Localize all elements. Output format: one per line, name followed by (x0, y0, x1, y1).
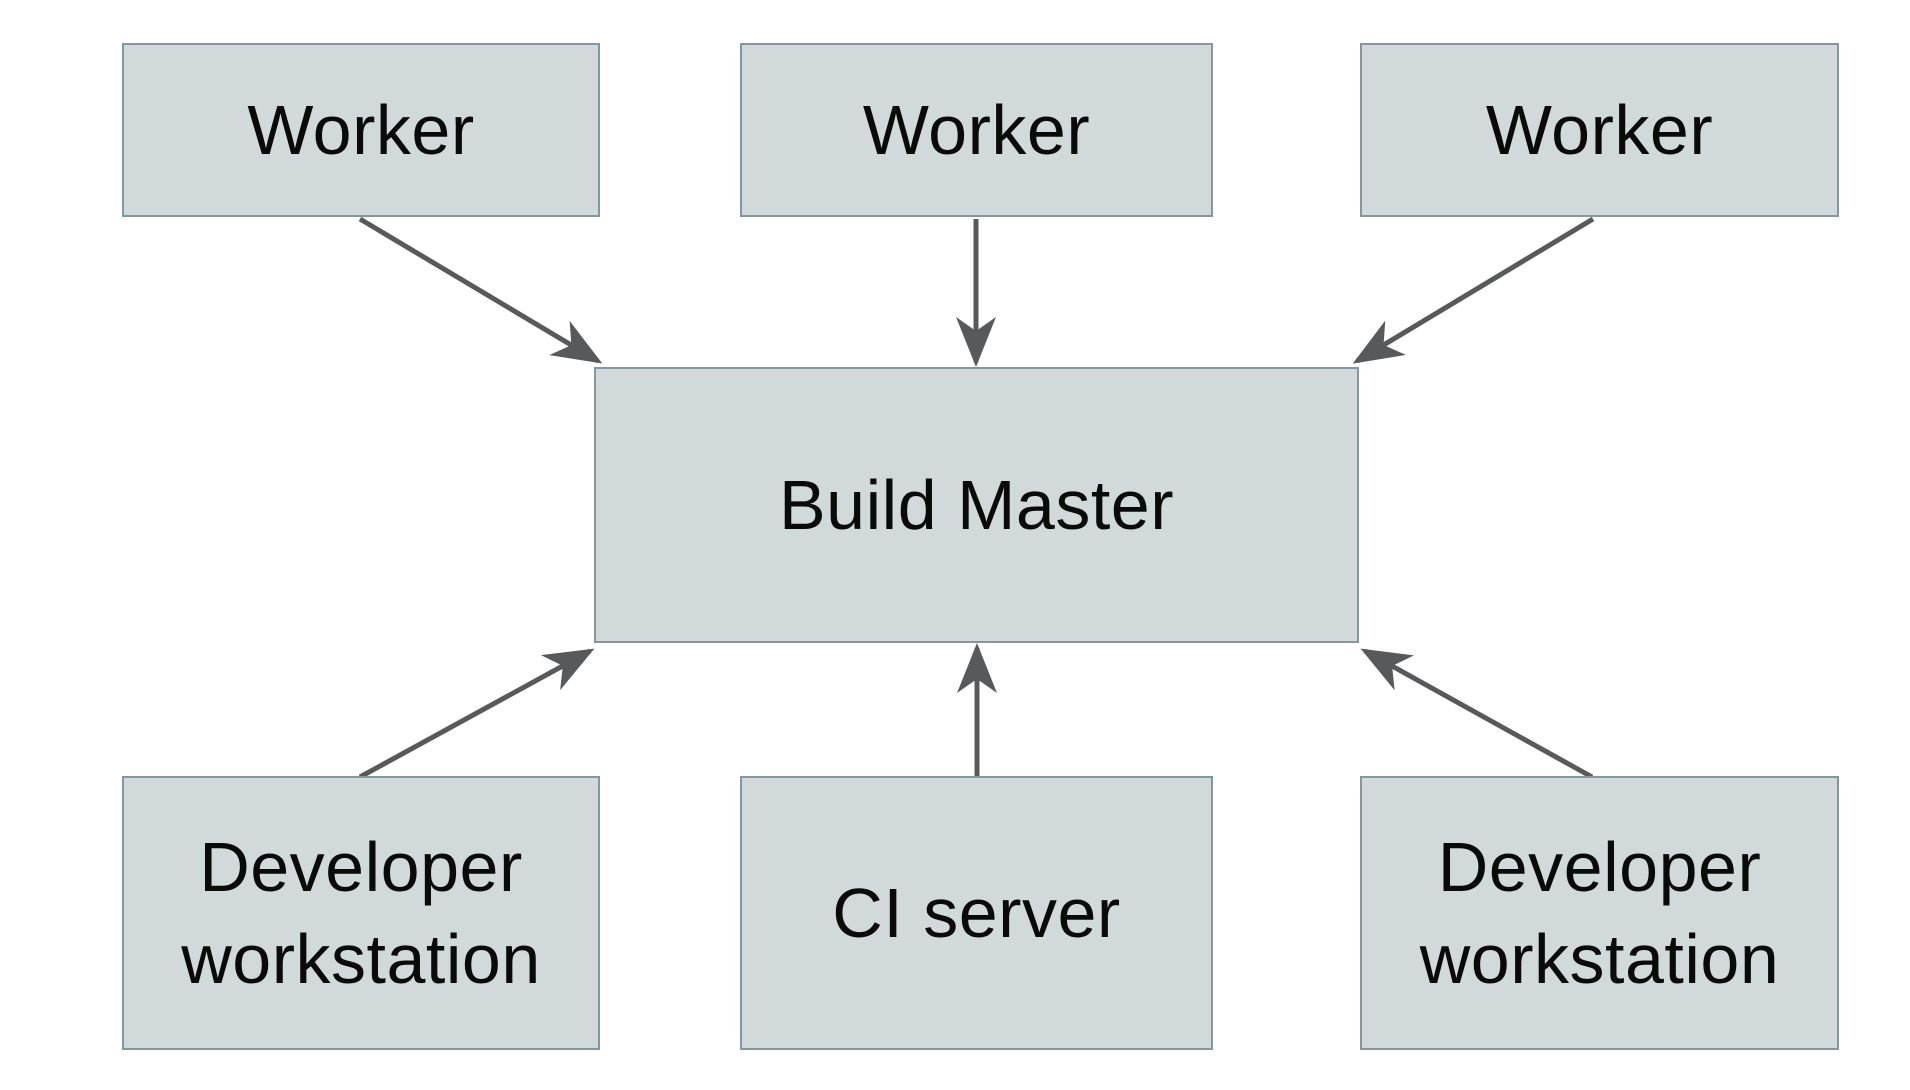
node-worker-top-center: Worker (740, 43, 1213, 217)
arrow-worker-top-left-to-build-master (358, 216, 603, 364)
node-label: Build Master (778, 465, 1175, 544)
arrow-worker-top-right-to-build-master (1352, 216, 1595, 364)
node-build-master: Build Master (594, 367, 1359, 643)
node-worker-top-right: Worker (1360, 43, 1839, 217)
node-label: workstation (181, 920, 541, 998)
node-developer-workstation-left: Developer workstation (122, 776, 600, 1050)
node-label: Developer (1437, 827, 1762, 906)
node-worker-top-left: Worker (122, 43, 600, 217)
node-label: Worker (247, 90, 475, 169)
node-label: Worker (862, 90, 1091, 169)
arrow-developer-workstation-right-to-build-master (1360, 648, 1594, 780)
node-developer-workstation-right: Developer workstation (1360, 776, 1839, 1050)
node-label: Developer (199, 827, 523, 906)
arrow-developer-workstation-left-to-build-master (358, 648, 595, 780)
node-label: CI server (832, 873, 1121, 952)
node-label: workstation (1419, 920, 1780, 998)
node-ci-server: CI server (740, 776, 1213, 1050)
node-label: Worker (1485, 90, 1714, 169)
